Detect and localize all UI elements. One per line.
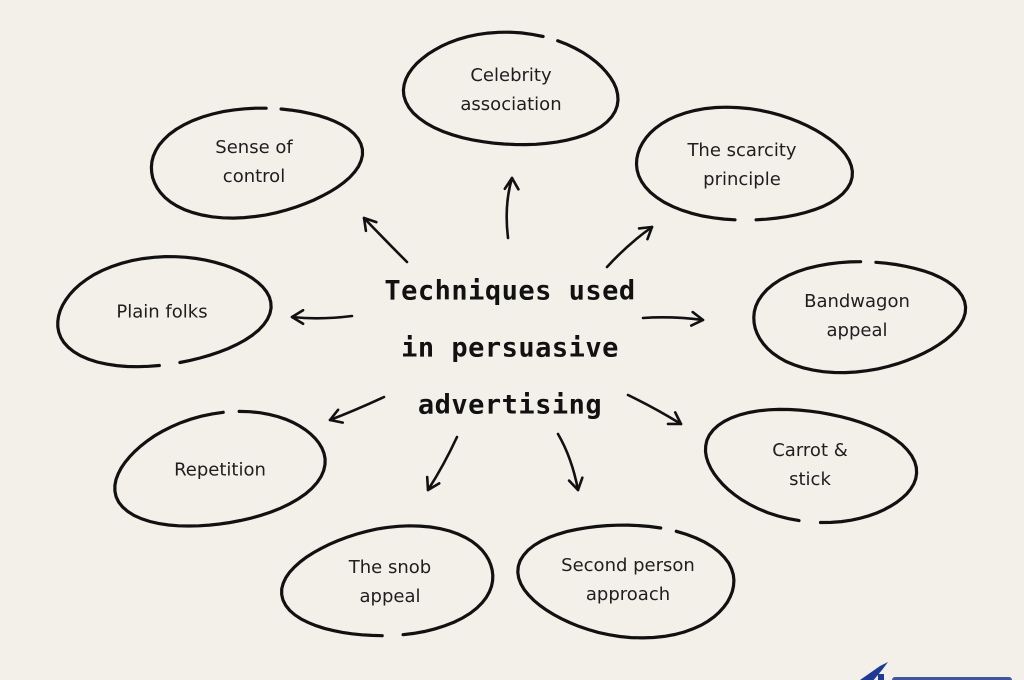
brand-logo-icon [860,662,1012,680]
arrow-shaft [505,176,514,240]
node-label-line: Carrot & [772,440,848,461]
node-label-line: The scarcity [687,140,797,161]
arrow-shaft [626,393,683,426]
arrow-head-icon [503,176,520,191]
node-oval-repetition [113,409,327,528]
arrow-to-sense-of-control [362,216,409,264]
arrow-to-second-person-approach [556,432,584,492]
brand-logo [858,660,1024,680]
arrow-to-scarcity-principle [605,225,654,269]
arrow-head-icon [328,408,345,424]
node-label-line: Second person [561,555,695,576]
arrow-shaft [328,395,386,422]
node-oval-sense-of-control [149,106,365,220]
arrow-to-repetition [328,395,386,424]
node-repetition: Repetition [174,456,266,485]
node-celebrity-association: Celebrity association [460,61,561,119]
arrow-shaft [556,432,580,492]
node-label-line: Sense of [215,137,293,158]
node-label-line: principle [703,169,781,190]
center-title-line-2: in persuasive [401,332,619,364]
node-oval-second-person-approach [516,523,736,640]
node-oval-carrot-and-stick [703,407,919,525]
node-label-line: Repetition [174,459,266,481]
arrow-head-icon [290,308,305,326]
node-label-line: control [222,166,286,187]
node-label-line: Bandwagon [804,291,910,312]
node-label-line: stick [789,469,831,490]
arrow-to-bandwagon-appeal [641,310,705,327]
node-oval-plain-folks [56,254,273,369]
node-oval-scarcity-principle [634,105,855,222]
node-bandwagon-appeal: Bandwagon appeal [804,287,910,345]
node-scarcity-principle: The scarcity principle [687,136,796,194]
node-label-line: association [460,94,562,115]
center-title-line-1: Techniques used [384,275,636,307]
node-carrot-and-stick: Carrot & stick [772,436,848,494]
arrow-head-icon [425,475,441,492]
node-plain-folks: Plain folks [116,298,207,327]
arrow-head-icon [689,310,705,327]
arrow-head-icon [637,225,654,241]
node-label-line: The snob [348,557,432,578]
node-label-line: Celebrity [470,65,552,86]
arrow-head-icon [567,476,584,492]
node-sense-of-control: Sense of control [215,133,292,191]
node-label-line: appeal [359,586,421,607]
node-label-line: approach [585,584,671,605]
center-title-line-3: advertising [417,389,603,421]
arrow-shaft [605,225,654,269]
arrow-to-celebrity-association [503,176,520,240]
node-oval-bandwagon-appeal [752,260,968,375]
node-oval-celebrity-association [401,30,620,147]
arrow-shaft [641,316,705,322]
arrow-to-plain-folks [290,308,354,326]
node-second-person-approach: Second person approach [561,551,695,609]
arrow-head-icon [666,411,683,426]
arrow-to-carrot-and-stick [626,393,683,426]
arrow-shaft [290,314,354,320]
arrow-head-icon [362,216,378,233]
node-label-line: appeal [826,320,888,341]
arrow-shaft [426,435,459,492]
arrow-shaft [362,216,409,264]
arrow-to-snob-appeal [425,435,459,492]
center-title: Techniques used in persuasive advertisin… [384,263,635,434]
node-snob-appeal: The snob appeal [349,553,431,611]
node-oval-snob-appeal [280,524,495,638]
node-label-line: Plain folks [116,301,208,323]
